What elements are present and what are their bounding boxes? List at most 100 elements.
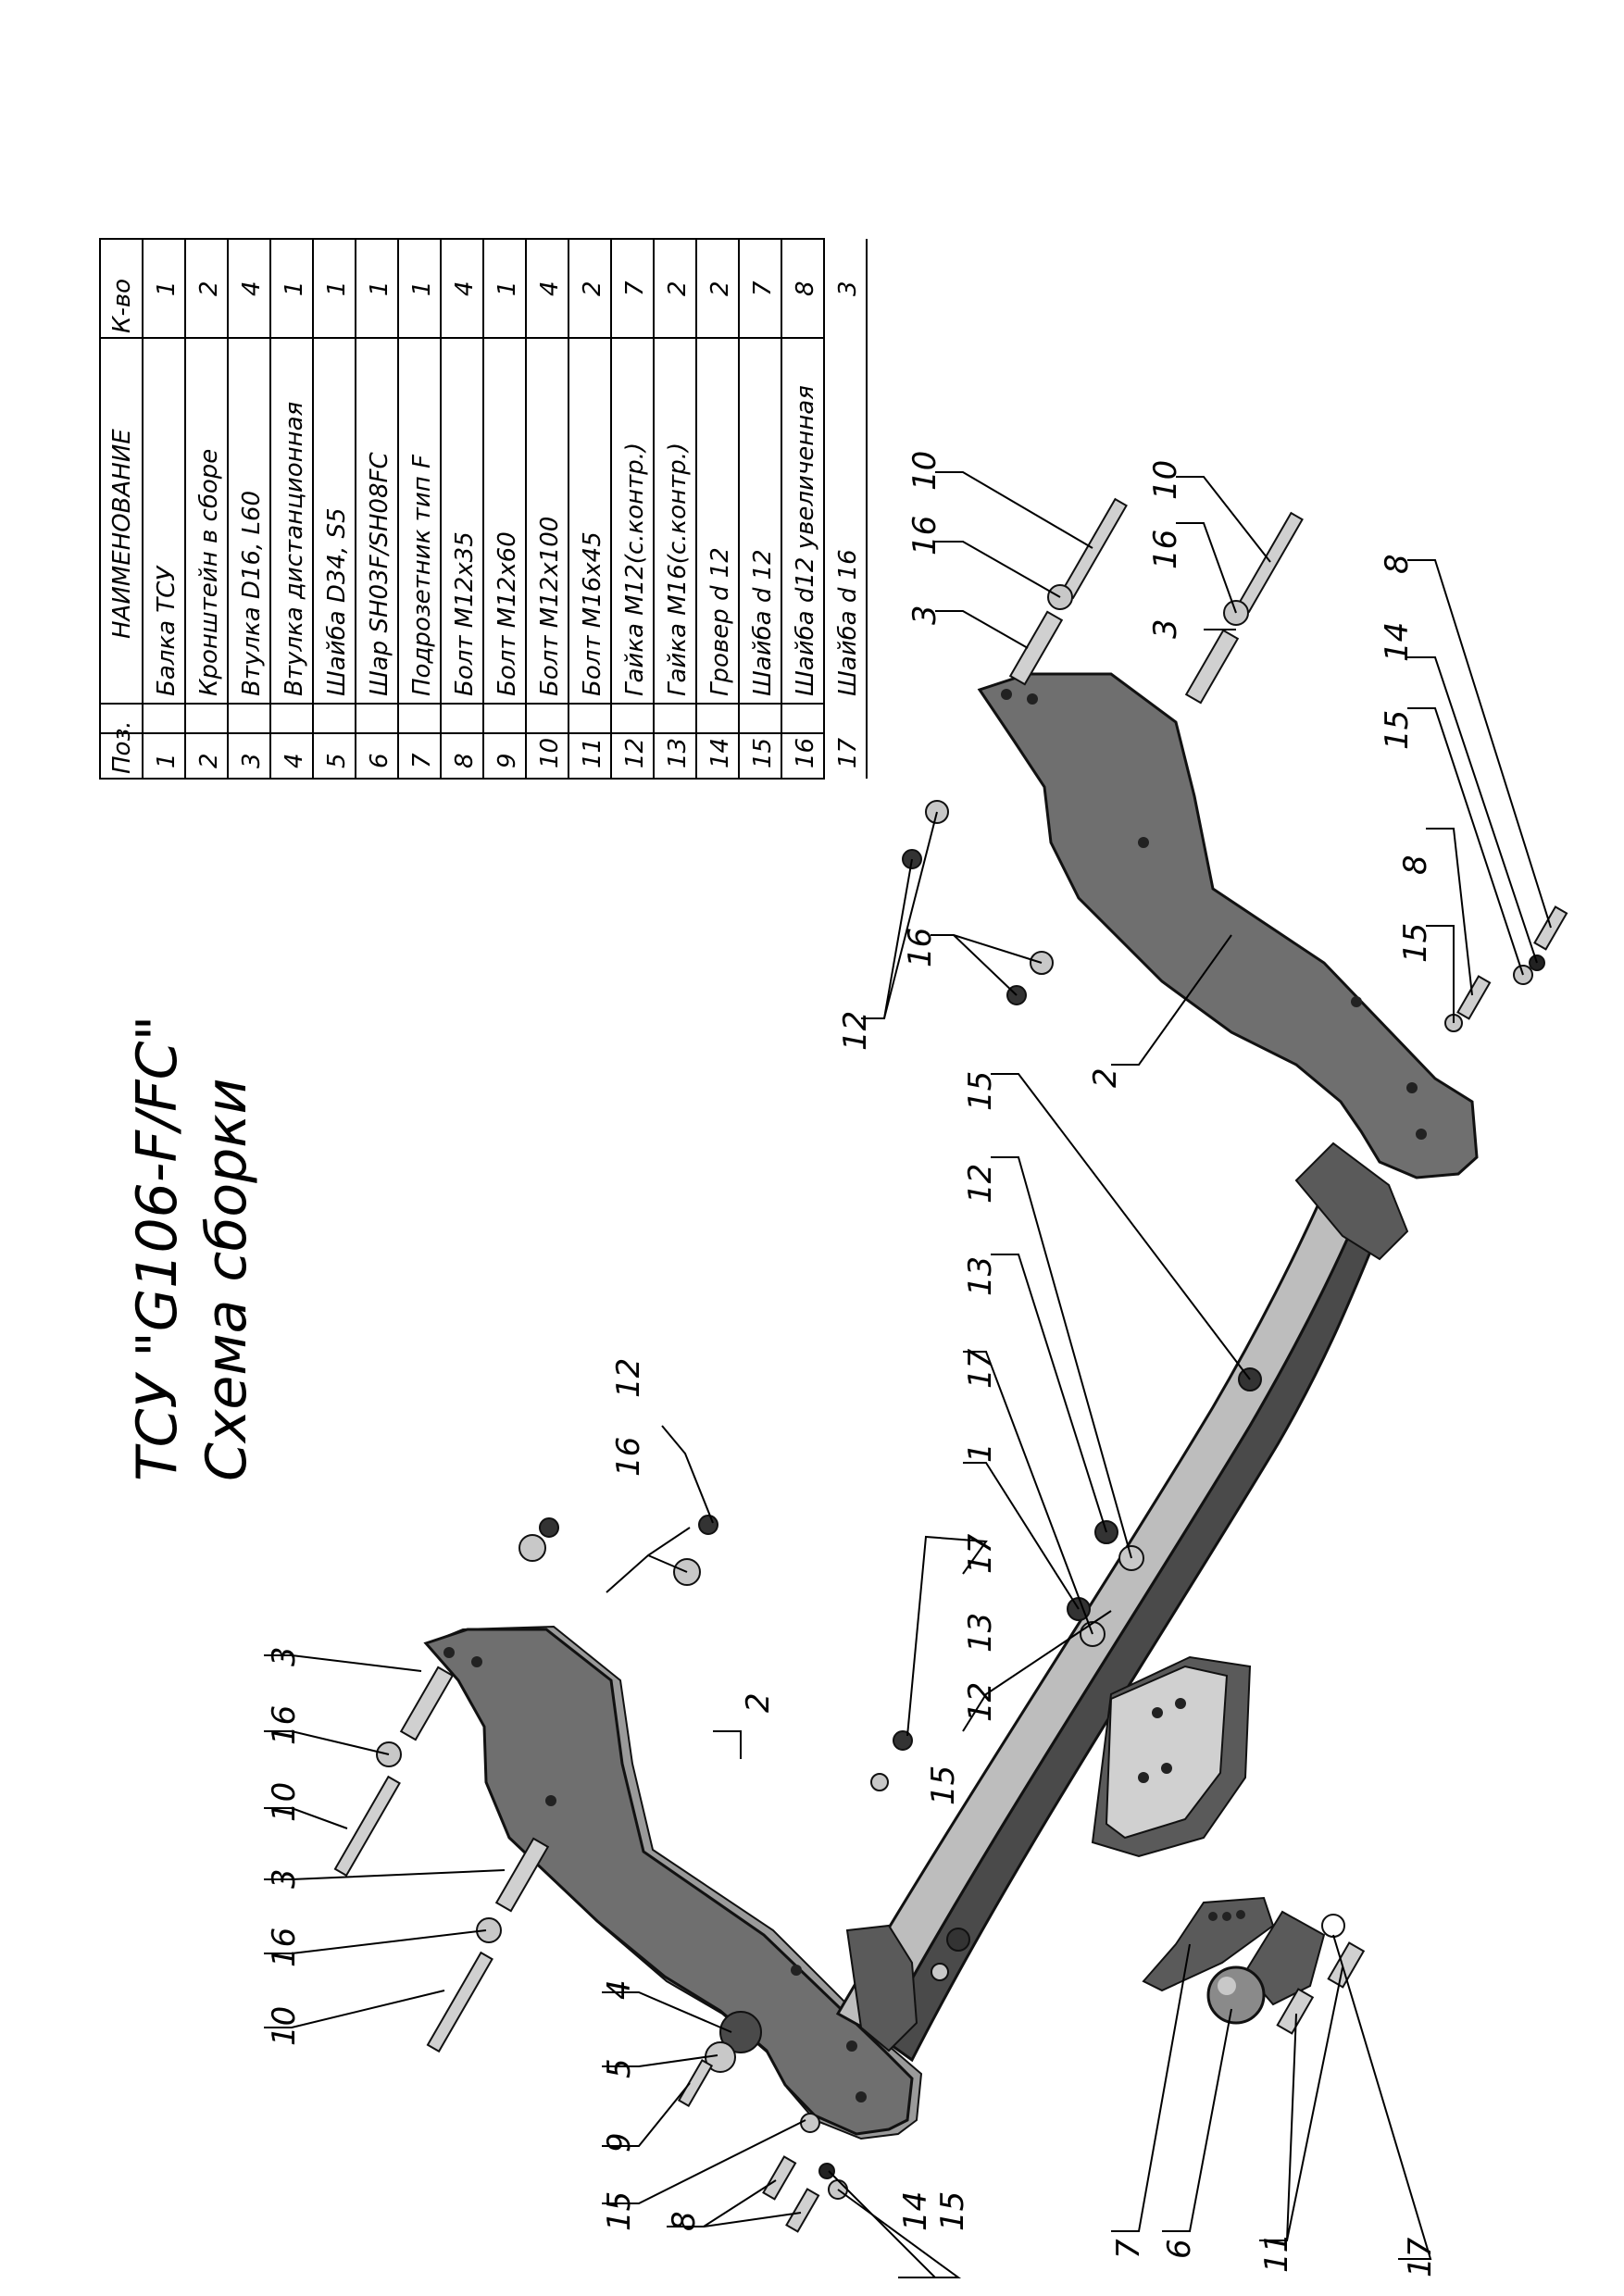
callout-14: 14	[1379, 622, 1416, 662]
callout-10: 10	[1147, 460, 1184, 500]
callout-4: 4	[601, 1979, 638, 2000]
callout-15: 15	[601, 2191, 638, 2231]
table-cell-qty: 1	[323, 281, 351, 296]
callout-17: 17	[1402, 2237, 1439, 2277]
callout-8: 8	[1397, 855, 1434, 875]
table-cell-pos: 5	[323, 753, 351, 768]
callout-16: 16	[906, 516, 943, 555]
leader-lines	[264, 471, 1552, 2278]
callout-12: 12	[837, 1011, 874, 1051]
table-cell-pos: 14	[706, 738, 734, 768]
callout-17: 17	[962, 1533, 999, 1574]
table-cell-qty: 4	[536, 281, 564, 296]
callout-16: 16	[610, 1437, 647, 1477]
callout-14: 14	[897, 2191, 934, 2231]
callout-5: 5	[601, 2058, 638, 2078]
table-cell-qty: 3	[834, 281, 862, 296]
table-cell-pos: 9	[493, 753, 521, 768]
table-cell-name: Шайба d 16	[834, 549, 862, 696]
callout-15: 15	[962, 1071, 999, 1111]
callout-3: 3	[266, 1868, 303, 1889]
callout-10: 10	[266, 1782, 303, 1822]
table-cell-pos: 17	[834, 737, 862, 768]
table-cell-name: Гайка М12(с.контр.)	[621, 443, 649, 696]
callout-9: 9	[601, 2132, 638, 2152]
callout-8: 8	[1379, 554, 1416, 574]
table-cell-name: Шайба d 12	[749, 549, 777, 696]
callout-3: 3	[906, 605, 943, 625]
table-cell-name: Болт М12х35	[451, 531, 479, 696]
table-cell-name: Кронштейн в сборе	[195, 449, 223, 696]
ball-bolts	[1276, 1914, 1366, 2035]
callout-13: 13	[962, 1613, 999, 1653]
table-cell-qty: 2	[195, 281, 223, 296]
callout-16: 16	[266, 1928, 303, 1967]
left-hardware	[333, 1666, 848, 2233]
table-cell-qty: 4	[238, 281, 266, 296]
left-bracket	[423, 1625, 923, 2140]
right-hardware	[1008, 497, 1568, 1032]
table-cell-qty: 1	[153, 281, 181, 296]
callout-16: 16	[266, 1705, 303, 1745]
table-cell-name: Болт М12х60	[493, 531, 521, 696]
table-cell-name: Гровер d 12	[706, 547, 734, 696]
callout-7: 7	[1110, 2239, 1147, 2259]
table-cell-pos: 16	[792, 738, 819, 768]
table-cell-qty: 7	[749, 281, 777, 296]
tow-ball	[1206, 1910, 1326, 2025]
table-cell-pos: 7	[408, 753, 436, 768]
table-cell-pos: 4	[281, 753, 308, 768]
table-cell-qty: 7	[621, 281, 649, 296]
callout-8: 8	[666, 2211, 703, 2231]
table-cell-qty: 1	[366, 281, 394, 296]
table-cell-name: Втулка D16, L60	[238, 491, 266, 696]
table-cell-pos: 3	[238, 753, 266, 768]
table-cell-pos: 11	[579, 738, 606, 768]
title-line-1: ТСУ "G106-F/FC"	[125, 1016, 190, 1481]
callout-12: 12	[962, 1682, 999, 1722]
table-cell-qty: 2	[579, 281, 606, 296]
table-header-name: НАИМЕНОВАНИЕ	[108, 429, 136, 639]
table-header-qty: К-во	[108, 279, 136, 333]
table-cell-pos: 13	[664, 738, 692, 768]
callout-16: 16	[902, 928, 939, 967]
table-cell-pos: 12	[621, 738, 649, 768]
table-cell-name: Шайба D34, S5	[323, 507, 351, 696]
table-cell-pos: 1	[153, 753, 181, 768]
table-cell-qty: 4	[451, 281, 479, 296]
table-cell-pos: 2	[195, 753, 223, 768]
socket-plate	[1142, 1896, 1275, 1992]
table-cell-name: Болт М12х100	[536, 517, 564, 696]
title-line-2: Схема сборки	[194, 1079, 259, 1481]
table-cell-pos: 8	[451, 753, 479, 768]
table-cell-pos: 6	[366, 753, 394, 768]
callout-15: 15	[1379, 710, 1416, 750]
table-cell-qty: 1	[493, 281, 521, 296]
table-cell-qty: 8	[792, 281, 819, 296]
table-cell-qty: 2	[706, 281, 734, 296]
table-cell-qty: 2	[664, 281, 692, 296]
table-cell-name: Шар SH03F/SH08FC	[366, 452, 394, 696]
callout-3: 3	[1147, 618, 1184, 639]
right-bracket	[977, 672, 1479, 1179]
table-cell-name: Подрозетник тип F	[408, 454, 436, 696]
callout-13: 13	[962, 1256, 999, 1296]
callout-12: 12	[962, 1164, 999, 1204]
callout-1: 1	[962, 1442, 999, 1463]
callout-labels: 3 16 10 3 16 10 4 5 9 15 8 14 15 2 12 16…	[266, 451, 1439, 2277]
callout-11: 11	[1258, 2233, 1295, 2273]
table-cell-name: Втулка дистанционная	[281, 402, 308, 696]
callout-6: 6	[1161, 2239, 1198, 2259]
drawing-title: ТСУ "G106-F/FC" Схема сборки	[125, 1016, 259, 1481]
callout-2: 2	[740, 1692, 777, 1713]
callout-12: 12	[610, 1358, 647, 1398]
callout-10: 10	[906, 451, 943, 491]
table-cell-pos: 15	[749, 738, 777, 768]
table-header-pos: Поз.	[108, 720, 136, 774]
table-cell-name: Болт М16х45	[579, 531, 606, 696]
table-cell-name: Гайка М16(с.контр.)	[664, 443, 692, 696]
table-cell-qty: 1	[281, 281, 308, 296]
